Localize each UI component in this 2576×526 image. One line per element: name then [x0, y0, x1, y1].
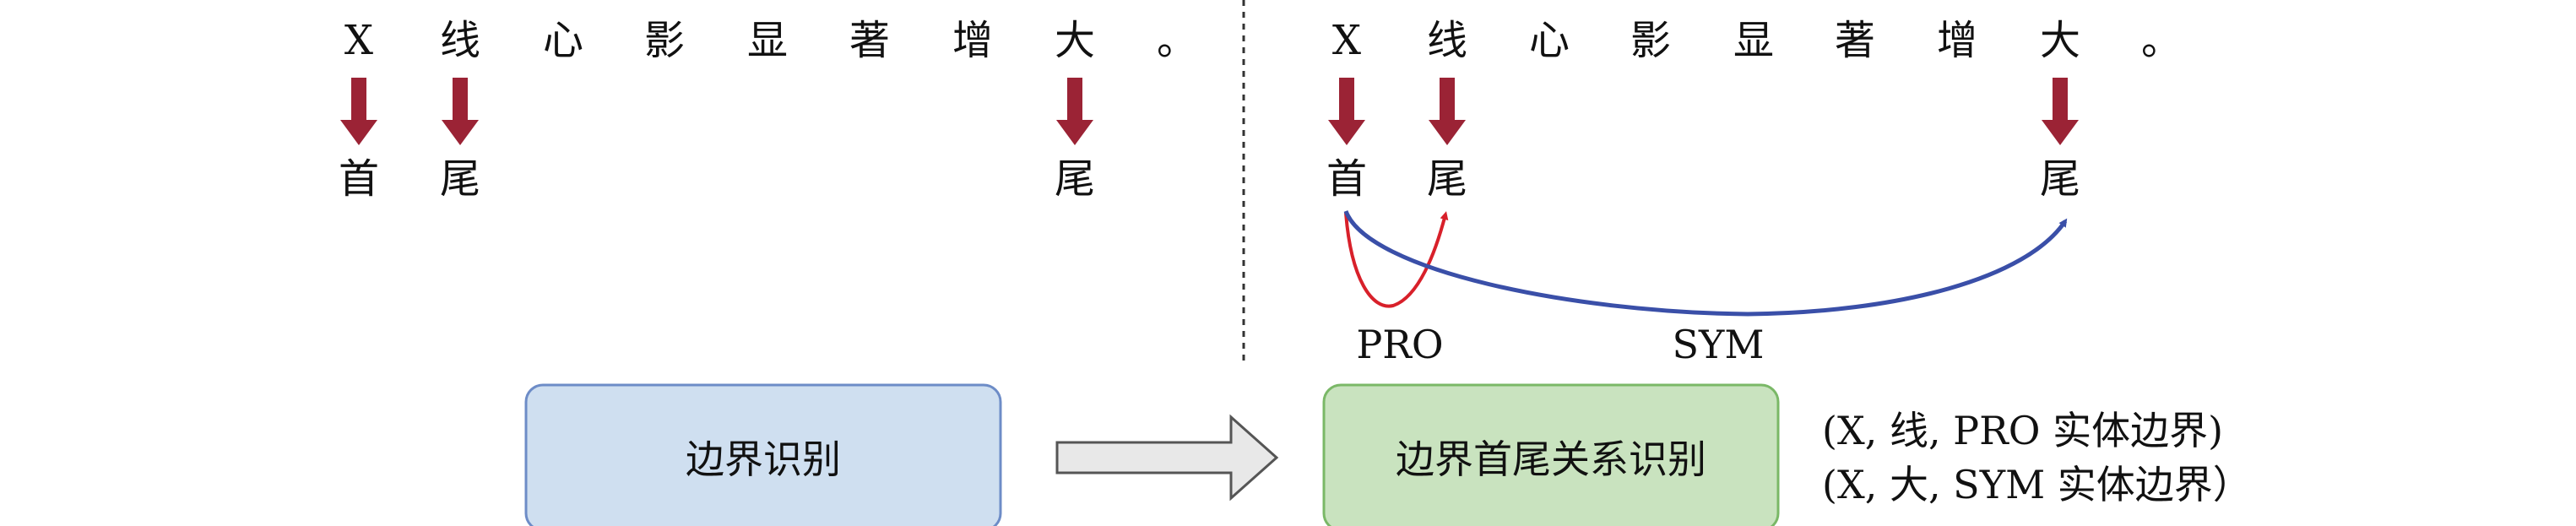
left-char-5: 显	[747, 17, 788, 64]
left-char-8: 大	[1055, 17, 1095, 64]
left-tag-tail-2: 尾	[1055, 155, 1095, 203]
left-char-6: 著	[849, 17, 890, 64]
head-tail-relation-box	[1322, 383, 1780, 526]
boundary-detection-label: 边界识别	[686, 437, 841, 482]
flow-arrow-icon	[1055, 414, 1279, 502]
left-char-9: 。	[1157, 17, 1197, 64]
right-panel: X 线 心 影 显 著 增 大 。 首 尾 尾 PRO SYM	[1326, 17, 2182, 367]
right-char-8: 大	[2040, 17, 2080, 64]
right-tag-tail-2: 尾	[2040, 155, 2080, 203]
right-char-4: 影	[1630, 17, 1671, 64]
down-arrow-icon	[1328, 78, 1365, 145]
right-tag-head: 首	[1326, 155, 1367, 203]
left-char-4: 影	[644, 17, 685, 64]
head-tail-relation-label: 边界首尾关系识别	[1396, 437, 1706, 482]
right-char-9: 。	[2141, 17, 2182, 64]
down-arrow-icon	[340, 78, 377, 145]
sym-relation-label: SYM	[1673, 322, 1765, 367]
boundary-detection-box	[524, 383, 1002, 526]
sym-relation-arc	[1343, 210, 2068, 317]
left-tags: 首 尾 尾	[339, 155, 1095, 203]
right-tag-tail-1: 尾	[1427, 155, 1467, 203]
left-char-1: X	[344, 17, 373, 64]
right-char-1: X	[1332, 17, 1361, 64]
right-sentence: X 线 心 影 显 著 增 大 。	[1332, 17, 2182, 64]
left-char-2: 线	[440, 17, 480, 64]
right-char-6: 著	[1835, 17, 1875, 64]
left-panel: X 线 心 影 显 著 增 大 。 首 尾 尾	[339, 17, 1197, 203]
right-char-3: 心	[1529, 17, 1570, 64]
down-arrow-icon	[2042, 78, 2079, 145]
pro-relation-label: PRO	[1356, 322, 1443, 367]
down-arrow-icon	[1429, 78, 1466, 145]
left-tag-tail-1: 尾	[440, 155, 480, 203]
left-tag-head: 首	[339, 155, 379, 203]
right-char-5: 显	[1733, 17, 1774, 64]
left-sentence: X 线 心 影 显 著 增 大 。	[344, 17, 1197, 64]
right-tags: 首 尾 尾	[1326, 155, 2080, 203]
pro-relation-arc	[1344, 211, 1449, 308]
output-line-1: (X, 线, PRO 实体边界)	[1822, 408, 2223, 453]
right-char-2: 线	[1427, 17, 1467, 64]
down-arrow-icon	[442, 78, 479, 145]
left-down-arrows	[340, 78, 1093, 145]
left-char-7: 增	[952, 17, 993, 64]
left-char-3: 心	[543, 17, 583, 64]
right-down-arrows	[1328, 78, 2079, 145]
flow-row: 边界识别 边界首尾关系识别 (X, 线, PRO 实体边界) (X, 大, SY…	[524, 383, 2252, 526]
output-line-2: (X, 大, SYM 实体边界）	[1822, 462, 2252, 507]
right-char-7: 增	[1937, 17, 1977, 64]
down-arrow-icon	[1056, 78, 1093, 145]
